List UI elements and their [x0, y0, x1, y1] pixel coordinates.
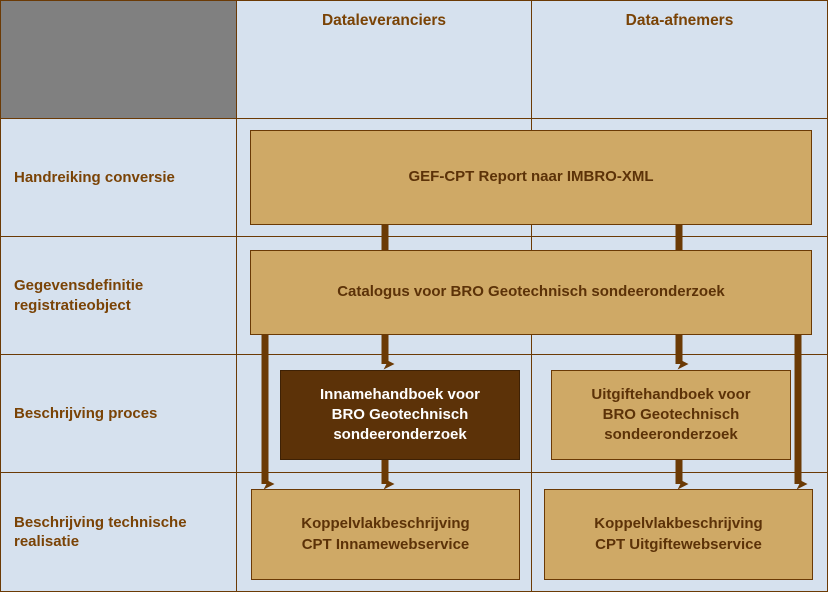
column-header-data-afnemers: Data-afnemers — [531, 0, 828, 119]
box-koppelvlak-uitgifte-label: Koppelvlakbeschrijving CPT Uitgiftewebse… — [594, 515, 763, 553]
grid-cell-corner — [0, 0, 237, 119]
box-innamehandboek[interactable]: Innamehandboek voor BRO Geotechnisch son… — [280, 370, 520, 460]
grid-cell-row4-label — [0, 472, 237, 592]
row-label-beschrijving-proces-text: Beschrijving proces — [14, 404, 158, 422]
box-koppelvlak-inname-label: Koppelvlakbeschrijving CPT Innamewebserv… — [301, 515, 470, 553]
row-label-beschrijving-technische-realisatie: Beschrijving technische realisatie — [0, 472, 237, 592]
row-label-beschrijving-technische-realisatie-text: Beschrijving technische realisatie — [14, 513, 187, 551]
box-uitgiftehandboek[interactable]: Uitgiftehandboek voor BRO Geotechnisch s… — [551, 370, 791, 460]
row-label-handreiking-conversie-text: Handreiking conversie — [14, 168, 175, 186]
box-catalogus-bro[interactable]: Catalogus voor BRO Geotechnisch sondeero… — [250, 250, 812, 335]
box-innamehandboek-label: Innamehandboek voor BRO Geotechnisch son… — [319, 385, 481, 444]
row-label-beschrijving-proces: Beschrijving proces — [0, 354, 237, 473]
column-header-dataleveranciers: Dataleveranciers — [236, 0, 532, 119]
row-label-gegevensdefinitie-registratieobject: Gegevensdefinitie registratieobject — [0, 236, 237, 355]
box-koppelvlak-uitgifte[interactable]: Koppelvlakbeschrijving CPT Uitgiftewebse… — [544, 489, 813, 580]
box-uitgiftehandboek-label: Uitgiftehandboek voor BRO Geotechnisch s… — [591, 385, 751, 444]
grid-cell-row3-label — [0, 354, 237, 473]
box-gef-cpt-report[interactable]: GEF-CPT Report naar IMBRO-XML — [250, 130, 812, 225]
box-gef-cpt-report-label: GEF-CPT Report naar IMBRO-XML — [408, 168, 654, 186]
grid-cell-header-dataleveranciers — [236, 0, 532, 119]
grid-cell-row2-label — [0, 236, 237, 355]
box-koppelvlak-inname[interactable]: Koppelvlakbeschrijving CPT Innamewebserv… — [251, 489, 520, 580]
row-label-gegevensdefinitie-registratieobject-text: Gegevensdefinitie registratieobject — [14, 277, 144, 314]
grid-cell-row1-label — [0, 118, 237, 237]
row-label-handreiking-conversie: Handreiking conversie — [0, 118, 237, 237]
column-header-data-afnemers-label: Data-afnemers — [625, 12, 734, 29]
column-header-dataleveranciers-label: Dataleveranciers — [321, 12, 447, 29]
box-catalogus-bro-label: Catalogus voor BRO Geotechnisch sondeero… — [337, 283, 725, 301]
